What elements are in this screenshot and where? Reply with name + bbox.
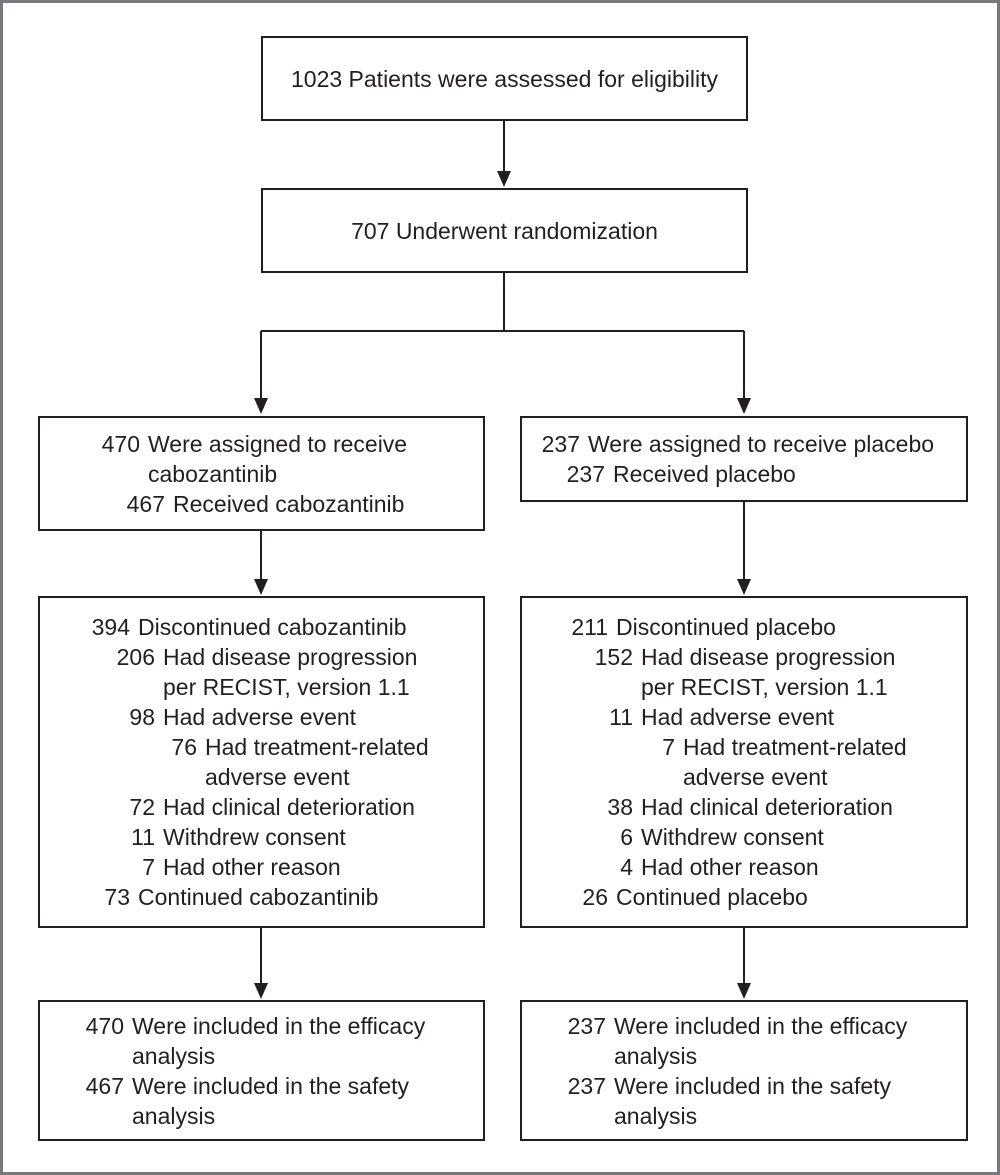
flow-line: 11 Had adverse event <box>587 702 958 732</box>
flow-line: 7 Had treatment-related adverse event <box>629 732 958 792</box>
count: 237 <box>567 1072 606 1099</box>
count-label: Withdrew consent <box>641 824 824 850</box>
arrowhead-down-icon <box>737 398 751 414</box>
count-label: Withdrew consent <box>163 824 346 850</box>
count: 467 <box>85 1072 124 1099</box>
count-label: Continued placebo <box>616 884 808 910</box>
count: 98 <box>129 704 155 730</box>
count-label: Had treatment-related adverse event <box>205 734 429 790</box>
flow-line: 467 Were included in the safety analysis <box>78 1071 475 1131</box>
arrowhead-down-icon <box>737 983 751 999</box>
count-label: Continued cabozantinib <box>138 884 379 910</box>
branch-rail-line <box>260 273 745 398</box>
count-label: Were included in the efficacy analysis <box>614 1012 908 1069</box>
arrowhead-down-icon <box>254 398 268 414</box>
count: 76 <box>171 734 197 760</box>
count-label: Had disease progression per RECIST, vers… <box>641 644 896 700</box>
flow-line: 237 Were included in the efficacy analys… <box>560 1011 958 1071</box>
count: 4 <box>620 854 633 880</box>
count-label: Received placebo <box>613 461 796 487</box>
count: 73 <box>104 884 130 910</box>
count: 6 <box>620 824 633 850</box>
count: 72 <box>129 794 155 820</box>
cabozantinib-analysis-box: 470 Were included in the efficacy analys… <box>38 1000 485 1141</box>
cabozantinib-assignment-box: 470 Were assigned to receive cabozantini… <box>38 416 485 531</box>
placebo-discontinuation-box: 211 Discontinued placebo 152 Had disease… <box>520 596 968 928</box>
count-label: Had disease progression per RECIST, vers… <box>163 644 418 700</box>
count-label: Were assigned to receive placebo <box>588 431 935 457</box>
count-label: Discontinued cabozantinib <box>138 614 407 640</box>
count-label: Had other reason <box>163 854 341 880</box>
count-label: Had other reason <box>641 854 819 880</box>
cabozantinib-discontinuation-box: 394 Discontinued cabozantinib 206 Had di… <box>38 596 485 928</box>
placebo-analysis-box: 237 Were included in the efficacy analys… <box>520 1000 968 1141</box>
count-label: Were included in the safety analysis <box>614 1072 892 1129</box>
count: 467 <box>126 490 165 517</box>
count: 237 <box>567 1012 606 1039</box>
count: 38 <box>607 794 633 820</box>
count: 11 <box>131 824 155 850</box>
arrowhead-down-icon <box>254 983 268 999</box>
flow-line: 470 Were assigned to receive cabozantini… <box>94 429 475 489</box>
flow-line: 11 Withdrew consent <box>109 822 475 852</box>
flow-line: 73 Continued cabozantinib <box>84 882 475 912</box>
count-label: Had adverse event <box>163 704 357 730</box>
count: 11 <box>609 704 633 730</box>
count-label: Were included in the efficacy analysis <box>132 1012 426 1069</box>
eligibility-text: 1023 Patients were assessed for eligibil… <box>290 65 718 92</box>
count: 394 <box>91 614 130 640</box>
flow-line: 237 Received placebo <box>559 459 958 489</box>
count: 26 <box>582 884 608 910</box>
flow-line: 76 Had treatment-related adverse event <box>151 732 475 792</box>
count-label: Were included in the safety analysis <box>132 1072 410 1129</box>
count-label: Received cabozantinib <box>173 490 405 517</box>
count-label: Discontinued placebo <box>616 614 836 640</box>
flow-line: 38 Had clinical deterioration <box>587 792 958 822</box>
count-label: Had clinical deterioration <box>641 794 893 820</box>
flow-line: 467 Received cabozantinib <box>119 489 475 519</box>
count: 152 <box>594 644 633 670</box>
count-label: Had treatment-related adverse event <box>683 734 907 790</box>
count: 237 <box>566 461 605 487</box>
count: 7 <box>662 734 675 760</box>
flow-line: 72 Had clinical deterioration <box>109 792 475 822</box>
flow-line: 211 Discontinued placebo <box>562 612 958 642</box>
arrowhead-down-icon <box>497 171 511 187</box>
count-label: Were assigned to receive cabozantinib <box>148 430 408 487</box>
flow-line: 206 Had disease progression per RECIST, … <box>109 642 475 702</box>
count: 211 <box>571 614 608 640</box>
flow-line: 98 Had adverse event <box>109 702 475 732</box>
flow-line: 152 Had disease progression per RECIST, … <box>587 642 958 702</box>
randomization-text: 707 Underwent randomization <box>351 217 658 244</box>
count: 470 <box>85 1012 124 1039</box>
randomization-box: 707 Underwent randomization <box>261 188 748 273</box>
flow-line: 237 Were included in the safety analysis <box>560 1071 958 1131</box>
arrowhead-down-icon <box>254 579 268 595</box>
count: 237 <box>541 431 580 457</box>
flow-line: 470 Were included in the efficacy analys… <box>78 1011 475 1071</box>
count-label: Had clinical deterioration <box>163 794 415 820</box>
flow-line: 237 Were assigned to receive placebo <box>534 429 958 459</box>
count: 470 <box>101 430 140 457</box>
arrowhead-down-icon <box>737 579 751 595</box>
flow-line: 7 Had other reason <box>109 852 475 882</box>
flow-line: 6 Withdrew consent <box>587 822 958 852</box>
count: 7 <box>142 854 155 880</box>
flow-line: 26 Continued placebo <box>562 882 958 912</box>
flow-line: 4 Had other reason <box>587 852 958 882</box>
count-label: Had adverse event <box>641 704 835 730</box>
flow-line: 394 Discontinued cabozantinib <box>84 612 475 642</box>
count: 206 <box>116 644 155 670</box>
placebo-assignment-box: 237 Were assigned to receive placebo 237… <box>520 416 968 502</box>
eligibility-box: 1023 Patients were assessed for eligibil… <box>261 36 748 121</box>
